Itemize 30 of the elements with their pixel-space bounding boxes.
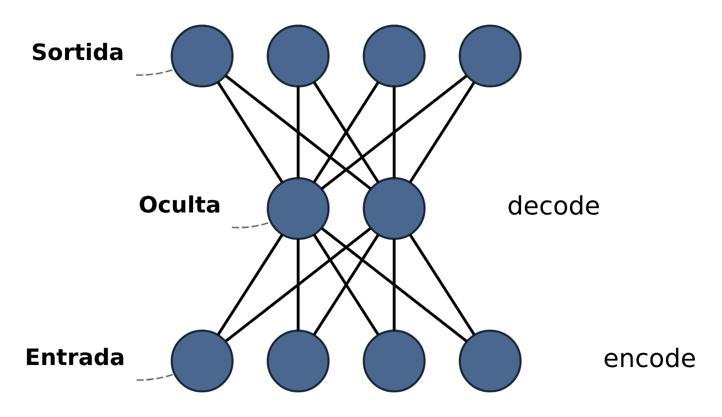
node-circle — [266, 24, 330, 88]
connector — [296, 239, 300, 330]
node-circle — [362, 24, 426, 88]
connector — [136, 68, 175, 76]
connector — [232, 221, 271, 228]
node-circle — [170, 24, 234, 88]
connector — [392, 86, 396, 178]
node-circle — [362, 177, 426, 240]
node-circle — [170, 330, 234, 392]
connector — [224, 227, 372, 342]
node-circle — [266, 330, 330, 392]
node-circle — [266, 177, 330, 240]
node-circle — [458, 330, 522, 392]
connector — [408, 81, 476, 184]
connector — [225, 74, 372, 190]
connector — [392, 239, 396, 330]
connector — [320, 74, 468, 190]
node-circle — [458, 24, 522, 88]
node-text: Entrada — [24, 344, 126, 371]
node-text: Oculta — [138, 192, 222, 218]
label: encode — [603, 343, 696, 374]
connector — [296, 86, 300, 178]
connector — [136, 373, 175, 381]
connector — [408, 234, 476, 336]
label: decode — [507, 190, 600, 221]
node-text: Sortida — [31, 40, 124, 66]
connector — [216, 234, 284, 336]
node-circle — [362, 330, 426, 392]
connector — [321, 227, 468, 342]
connector — [216, 81, 284, 184]
